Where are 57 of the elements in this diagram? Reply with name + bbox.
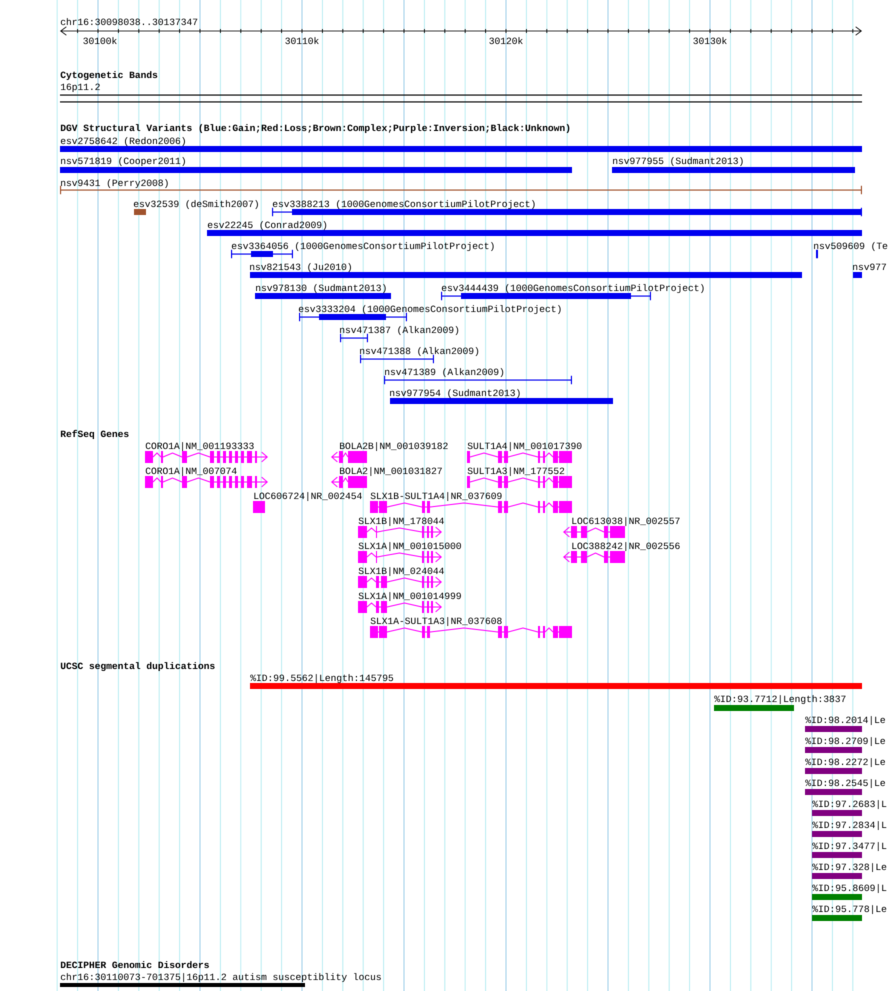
duplication-label: %ID:95.778|Le bbox=[812, 905, 886, 914]
duplication-label: %ID:98.2545|Le bbox=[805, 779, 885, 788]
gene-label: SULT1A4|NM_001017390 bbox=[468, 442, 582, 451]
gene-label: BOLA2B|NM_001039182 bbox=[340, 442, 448, 451]
variant-label: nsv978130 (Sudmant2013) bbox=[256, 284, 386, 293]
variant-label: nsv571819 (Cooper2011) bbox=[61, 157, 185, 166]
gene-label: SLX1A|NM_001014999 bbox=[358, 592, 461, 601]
tick-label: 30100k bbox=[83, 37, 117, 44]
gene-label: BOLA2|NM_001031827 bbox=[340, 467, 442, 476]
variant-label: nsv977955 (Sudmant2013) bbox=[613, 157, 743, 166]
gene-label: SLX1A-SULT1A3|NR_037608 bbox=[370, 617, 502, 626]
variant-label: esv32539 (deSmith2007) bbox=[134, 200, 258, 209]
gene-label: LOC606724|NR_002454 bbox=[254, 492, 362, 501]
track-title: DECIPHER Genomic Disorders bbox=[60, 961, 209, 968]
gene-label: SLX1B-SULT1A4|NR_037609 bbox=[370, 492, 502, 501]
variant-label: nsv9431 (Perry2008) bbox=[61, 179, 168, 188]
gene-label: SLX1A|NM_001015000 bbox=[358, 542, 461, 551]
track-title: DGV Structural Variants (Blue:Gain;Red:Loss;Brown:Complex;Purple:Inversion;Black:Unknown) bbox=[60, 124, 570, 133]
band-label: 16p11.2 bbox=[60, 84, 100, 92]
variant-label: nsv977 bbox=[853, 264, 886, 270]
variant-label: esv3388213 (1000GenomesConsortiumPilotProject) bbox=[272, 200, 535, 209]
duplication-label: %ID:97.3477|L bbox=[812, 842, 886, 851]
gene-label: LOC388242|NR_002556 bbox=[572, 542, 680, 551]
track-title: Cytogenetic Bands bbox=[60, 71, 158, 80]
duplication-label: %ID:93.7712|Length:3837 bbox=[714, 695, 846, 704]
variant-label: esv2758642 (Redon2006) bbox=[60, 137, 185, 146]
duplication-label: %ID:97.2834|L bbox=[812, 821, 886, 830]
duplication-label: %ID:95.8609|L bbox=[812, 884, 886, 893]
variant-label: nsv471387 (Alkan2009) bbox=[340, 326, 458, 335]
duplication-label: %ID:97.328|Le bbox=[812, 863, 886, 872]
variant-label: nsv821543 (Ju2010) bbox=[250, 263, 351, 272]
variant-label: nsv471389 (Alkan2009) bbox=[385, 368, 504, 377]
variant-label: esv22245 (Conrad2009) bbox=[208, 221, 326, 230]
tick-label: 30110k bbox=[285, 37, 319, 44]
variant-label: nsv977954 (Sudmant2013) bbox=[390, 389, 520, 398]
duplication-label: %ID:97.2683|L bbox=[812, 800, 886, 809]
gene-label: CORO1A|NM_001193333 bbox=[146, 442, 254, 451]
tick-label: 30130k bbox=[693, 37, 727, 44]
variant-label: esv3364056 (1000GenomesConsortiumPilotProject) bbox=[232, 242, 494, 251]
gene-label: SULT1A3|NM_177552 bbox=[468, 467, 564, 476]
gene-label: SLX1B|NM_178044 bbox=[358, 517, 444, 526]
track-title: RefSeq Genes bbox=[60, 430, 129, 439]
variant-label: esv3333204 (1000GenomesConsortiumPilotProject) bbox=[298, 305, 561, 314]
track-title: UCSC segmental duplications bbox=[60, 662, 215, 672]
variant-label: esv3444439 (1000GenomesConsortiumPilotProject) bbox=[442, 284, 704, 293]
duplication-label: %ID:98.2014|Le bbox=[805, 716, 885, 725]
disorder-label: chr16:30110073-701375|16p11.2 autism susceptiblity locus bbox=[60, 973, 381, 982]
duplication-label: %ID:98.2709|Le bbox=[805, 737, 885, 746]
variant-label: nsv471388 (Alkan2009) bbox=[360, 347, 478, 356]
tick-label: 30120k bbox=[489, 37, 523, 44]
duplication-label: %ID:98.2272|Le bbox=[805, 758, 885, 767]
gene-label: LOC613038|NR_002557 bbox=[572, 517, 680, 526]
gene-label: SLX1B|NM_024044 bbox=[358, 567, 444, 576]
coordinate-label: chr16:30098038..30137347 bbox=[60, 18, 198, 26]
duplication-label: %ID:99.5562|Length:145795 bbox=[250, 674, 394, 683]
variant-label: nsv509609 (Te bbox=[814, 242, 888, 251]
gene-label: CORO1A|NM_007074 bbox=[146, 467, 237, 476]
